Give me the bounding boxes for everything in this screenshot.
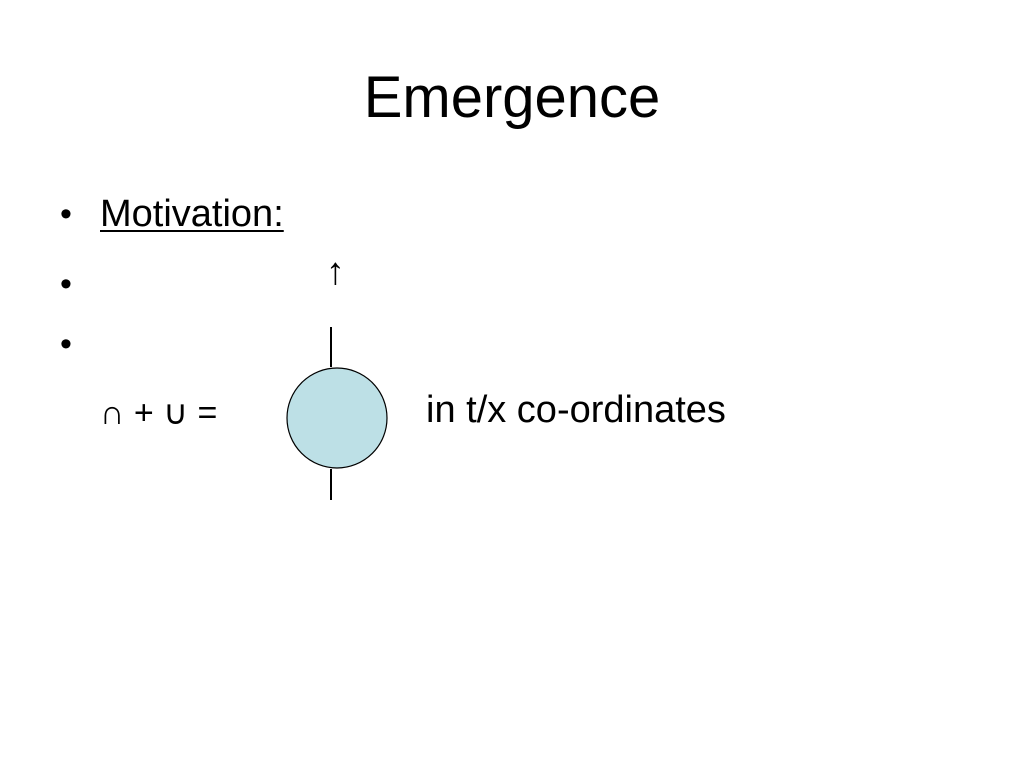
vertex-diagram <box>286 327 388 500</box>
equation-text: ∩ + ∪ = <box>100 394 218 432</box>
motivation-label: Motivation: <box>100 193 284 235</box>
up-arrow-icon: ↑ <box>326 251 345 293</box>
bullet-marker-1: • <box>60 195 72 233</box>
bullet-marker-3: • <box>60 325 72 363</box>
coordinates-text: in t/x co-ordinates <box>426 389 726 431</box>
diagram-circle <box>286 367 388 469</box>
bullet-marker-2: • <box>60 265 72 303</box>
slide-title: Emergence <box>363 65 661 130</box>
